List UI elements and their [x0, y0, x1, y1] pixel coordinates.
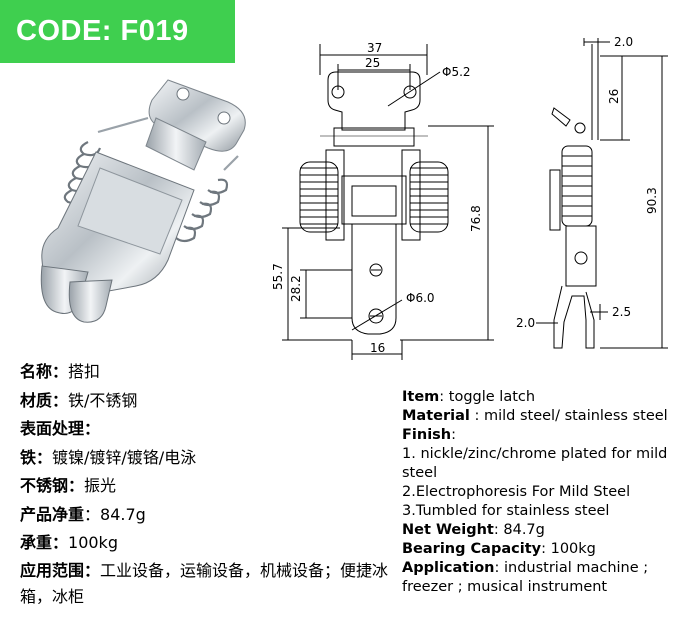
en-finish-row: Finish:	[402, 427, 457, 443]
cn-stainless-row: 不锈钢：振光	[20, 476, 117, 495]
lever-body	[40, 151, 195, 323]
cn-material-row: 材质：铁/不锈钢	[20, 390, 138, 410]
dim-side-top-height: 26	[607, 89, 621, 104]
dim-side-total-height: 90.3	[645, 187, 659, 214]
catch-plate	[145, 79, 246, 171]
product-code-badge: CODE: F019	[0, 0, 235, 63]
cn-surface-row: 表面处理：	[20, 419, 101, 438]
dim-lower-hole-dia: Φ6.0	[406, 291, 435, 305]
cn-weight-row: 产品净重：84.7g	[20, 504, 146, 524]
en-finish-3: 3.Tumbled for stainless steel	[402, 503, 610, 519]
cn-iron-row: 铁：镀镍/镀锌/镀铬/电泳	[20, 447, 197, 467]
en-finish-2: 2.Electrophoresis For Mild Steel	[402, 484, 631, 500]
en-item-row: Item: toggle latch	[402, 389, 536, 405]
dim-pin-length: 28.2	[289, 275, 303, 302]
en-application-row: Application: industrial machine ; freeze…	[402, 560, 649, 595]
cn-name-row: 名称：搭扣	[20, 362, 101, 381]
cn-load-row: 承重：100kg	[20, 533, 118, 552]
en-bearing-row: Bearing Capacity: 100kg	[402, 541, 596, 557]
spring-right	[175, 155, 239, 243]
dim-side-offset-left: 2.0	[516, 316, 535, 330]
dim-hole-dia: Φ5.2	[442, 65, 471, 79]
en-spec-list: Item: toggle latch Material : mild steel…	[402, 388, 698, 597]
cn-spec-list: 名称：搭扣 材质：铁/不锈钢 表面处理： 铁：镀镍/镀锌/镀铬/电泳 不锈钢：振…	[20, 358, 395, 610]
spring-left	[63, 116, 149, 205]
dim-side-thickness: 2.0	[614, 35, 633, 49]
en-material-row: Material : mild steel/ stainless steel	[402, 408, 668, 424]
en-finish-1: 1. nickle/zinc/chrome plated for mild st…	[402, 446, 668, 481]
dim-total-length: 76.8	[469, 205, 483, 232]
dim-side-offset-right: 2.5	[612, 305, 631, 319]
cn-application-row: 应用范围：工业设备，运输设备，机械设备；便捷冰箱，冰柜	[20, 560, 389, 606]
dim-top-outer: 37	[367, 41, 382, 55]
dim-top-inner: 25	[365, 56, 380, 70]
latch-product-photo	[40, 79, 246, 323]
en-weight-row: Net Weight: 84.7g	[402, 522, 545, 538]
dim-bottom-width: 16	[370, 341, 385, 355]
